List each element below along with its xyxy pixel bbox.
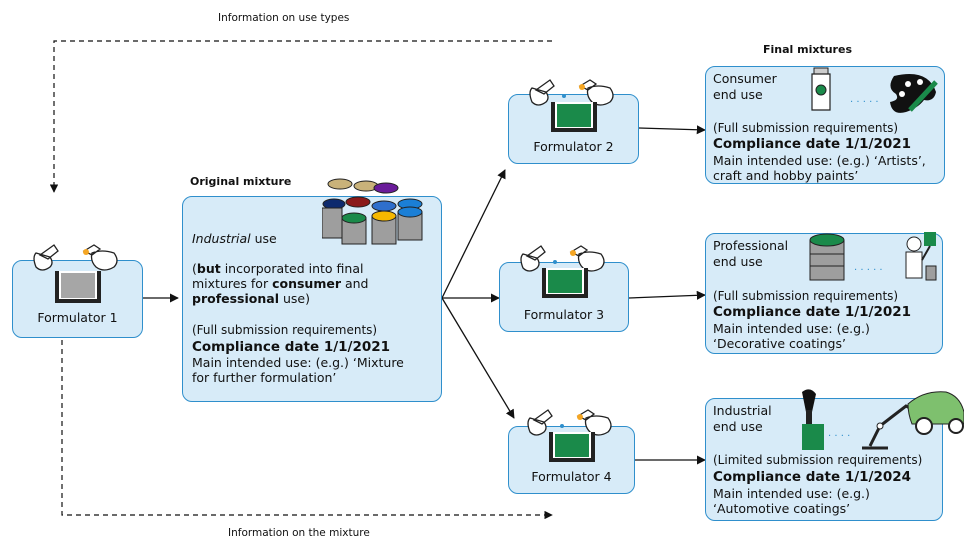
dashed-line-mixture (61, 340, 553, 520)
professional-end-use-box: Professional end use (Full submission re… (705, 233, 943, 354)
professional-compliance: Compliance date 1/1/2021 (713, 304, 912, 320)
paint-can-painter-icon: . . . . . (809, 232, 937, 281)
final-mixtures-heading: Final mixtures (763, 43, 852, 56)
industrial-title-1: Industrial (713, 403, 772, 418)
arrow-original-f4 (441, 297, 515, 419)
original-mixture-heading: Original mixture (190, 175, 292, 188)
svg-text:. . . .: . . . . (828, 428, 850, 439)
professional-main-use-1: Main intended use: (e.g.) (713, 321, 870, 336)
arrow-f2-consumer (638, 125, 706, 135)
industrial-end-use-box: Industrial end use (Limited submission r… (705, 398, 943, 521)
professional-title-2: end use (713, 254, 763, 269)
original-but-line: (but incorporated into final (192, 261, 364, 276)
formulator-green-beaker-icon (527, 409, 612, 462)
industrial-main-use-2: ‘Automotive coatings’ (713, 501, 851, 516)
formulator-green-beaker-icon (520, 245, 605, 298)
industrial-requirements: (Limited submission requirements) (713, 453, 923, 467)
info-mixture-label: Information on the mixture (228, 527, 370, 539)
dashed-line-use-types (49, 40, 552, 193)
spray-robot-car-icon: . . . . (802, 389, 964, 450)
paint-cans-icon (322, 178, 423, 245)
original-mixtures-line: mixtures for consumer and (192, 276, 369, 291)
formulator-4-label: Formulator 4 (531, 469, 612, 484)
consumer-requirements: (Full submission requirements) (713, 121, 899, 135)
formulator-1-label: Formulator 1 (37, 310, 118, 325)
consumer-title-2: end use (713, 87, 763, 102)
formulator-2-label: Formulator 2 (533, 139, 614, 154)
consumer-main-use-1: Main intended use: (e.g.) ‘Artists’, (713, 153, 926, 168)
industrial-compliance: Compliance date 1/1/2024 (713, 469, 912, 485)
original-professional-line: professional use) (192, 291, 310, 306)
industrial-title-2: end use (713, 419, 763, 434)
industrial-main-use-1: Main intended use: (e.g.) (713, 486, 870, 501)
consumer-title-1: Consumer (713, 71, 777, 86)
original-compliance: Compliance date 1/1/2021 (192, 339, 391, 355)
professional-title-1: Professional (713, 238, 789, 253)
original-main-use-2: for further formulation’ (192, 370, 337, 385)
original-main-use-1: Main intended use: (e.g.) ‘Mixture (192, 355, 404, 370)
formulator-green-beaker-icon (529, 79, 614, 132)
svg-text:. . . . .: . . . . . (850, 94, 879, 105)
consumer-compliance: Compliance date 1/1/2021 (713, 136, 912, 152)
formulator-grey-beaker-icon (33, 244, 118, 303)
original-use: Industrial use (192, 231, 277, 246)
svg-text:. . . . .: . . . . . (854, 262, 883, 273)
professional-main-use-2: ‘Decorative coatings’ (713, 336, 846, 351)
arrow-original-f2 (441, 169, 506, 299)
formulator-3-label: Formulator 3 (523, 307, 605, 322)
original-requirements: (Full submission requirements) (192, 323, 378, 337)
professional-requirements: (Full submission requirements) (713, 289, 899, 303)
consumer-main-use-2: craft and hobby paints’ (713, 168, 859, 183)
arrow-f3-professional (628, 290, 706, 300)
paint-tube-palette-icon: . . . . . (811, 67, 938, 113)
info-use-types-label: Information on use types (218, 12, 350, 24)
